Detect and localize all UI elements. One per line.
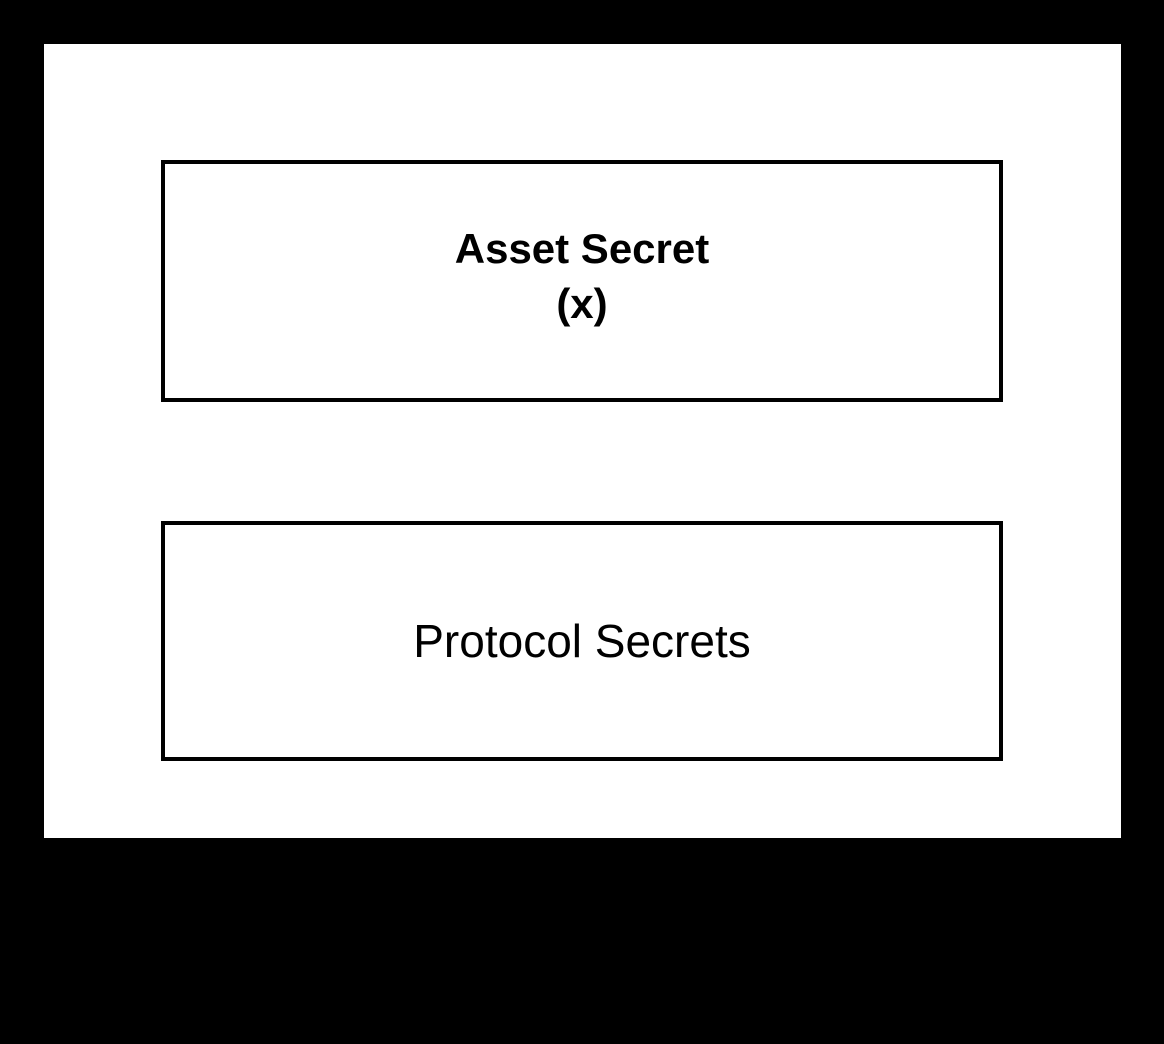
node-protocol-secrets[interactable]: Protocol Secrets — [161, 521, 1003, 761]
node-asset-secret-label-line1: Asset Secret — [454, 224, 710, 272]
node-asset-secret-label-line2: (x) — [556, 280, 608, 327]
asset-secret-text-stack: Asset Secret (x) — [455, 221, 709, 332]
node-protocol-secrets-label: Protocol Secrets — [413, 614, 751, 667]
diagram-canvas: Asset Secret (x) Protocol Secrets — [44, 44, 1121, 838]
node-asset-secret[interactable]: Asset Secret (x) — [161, 160, 1003, 402]
